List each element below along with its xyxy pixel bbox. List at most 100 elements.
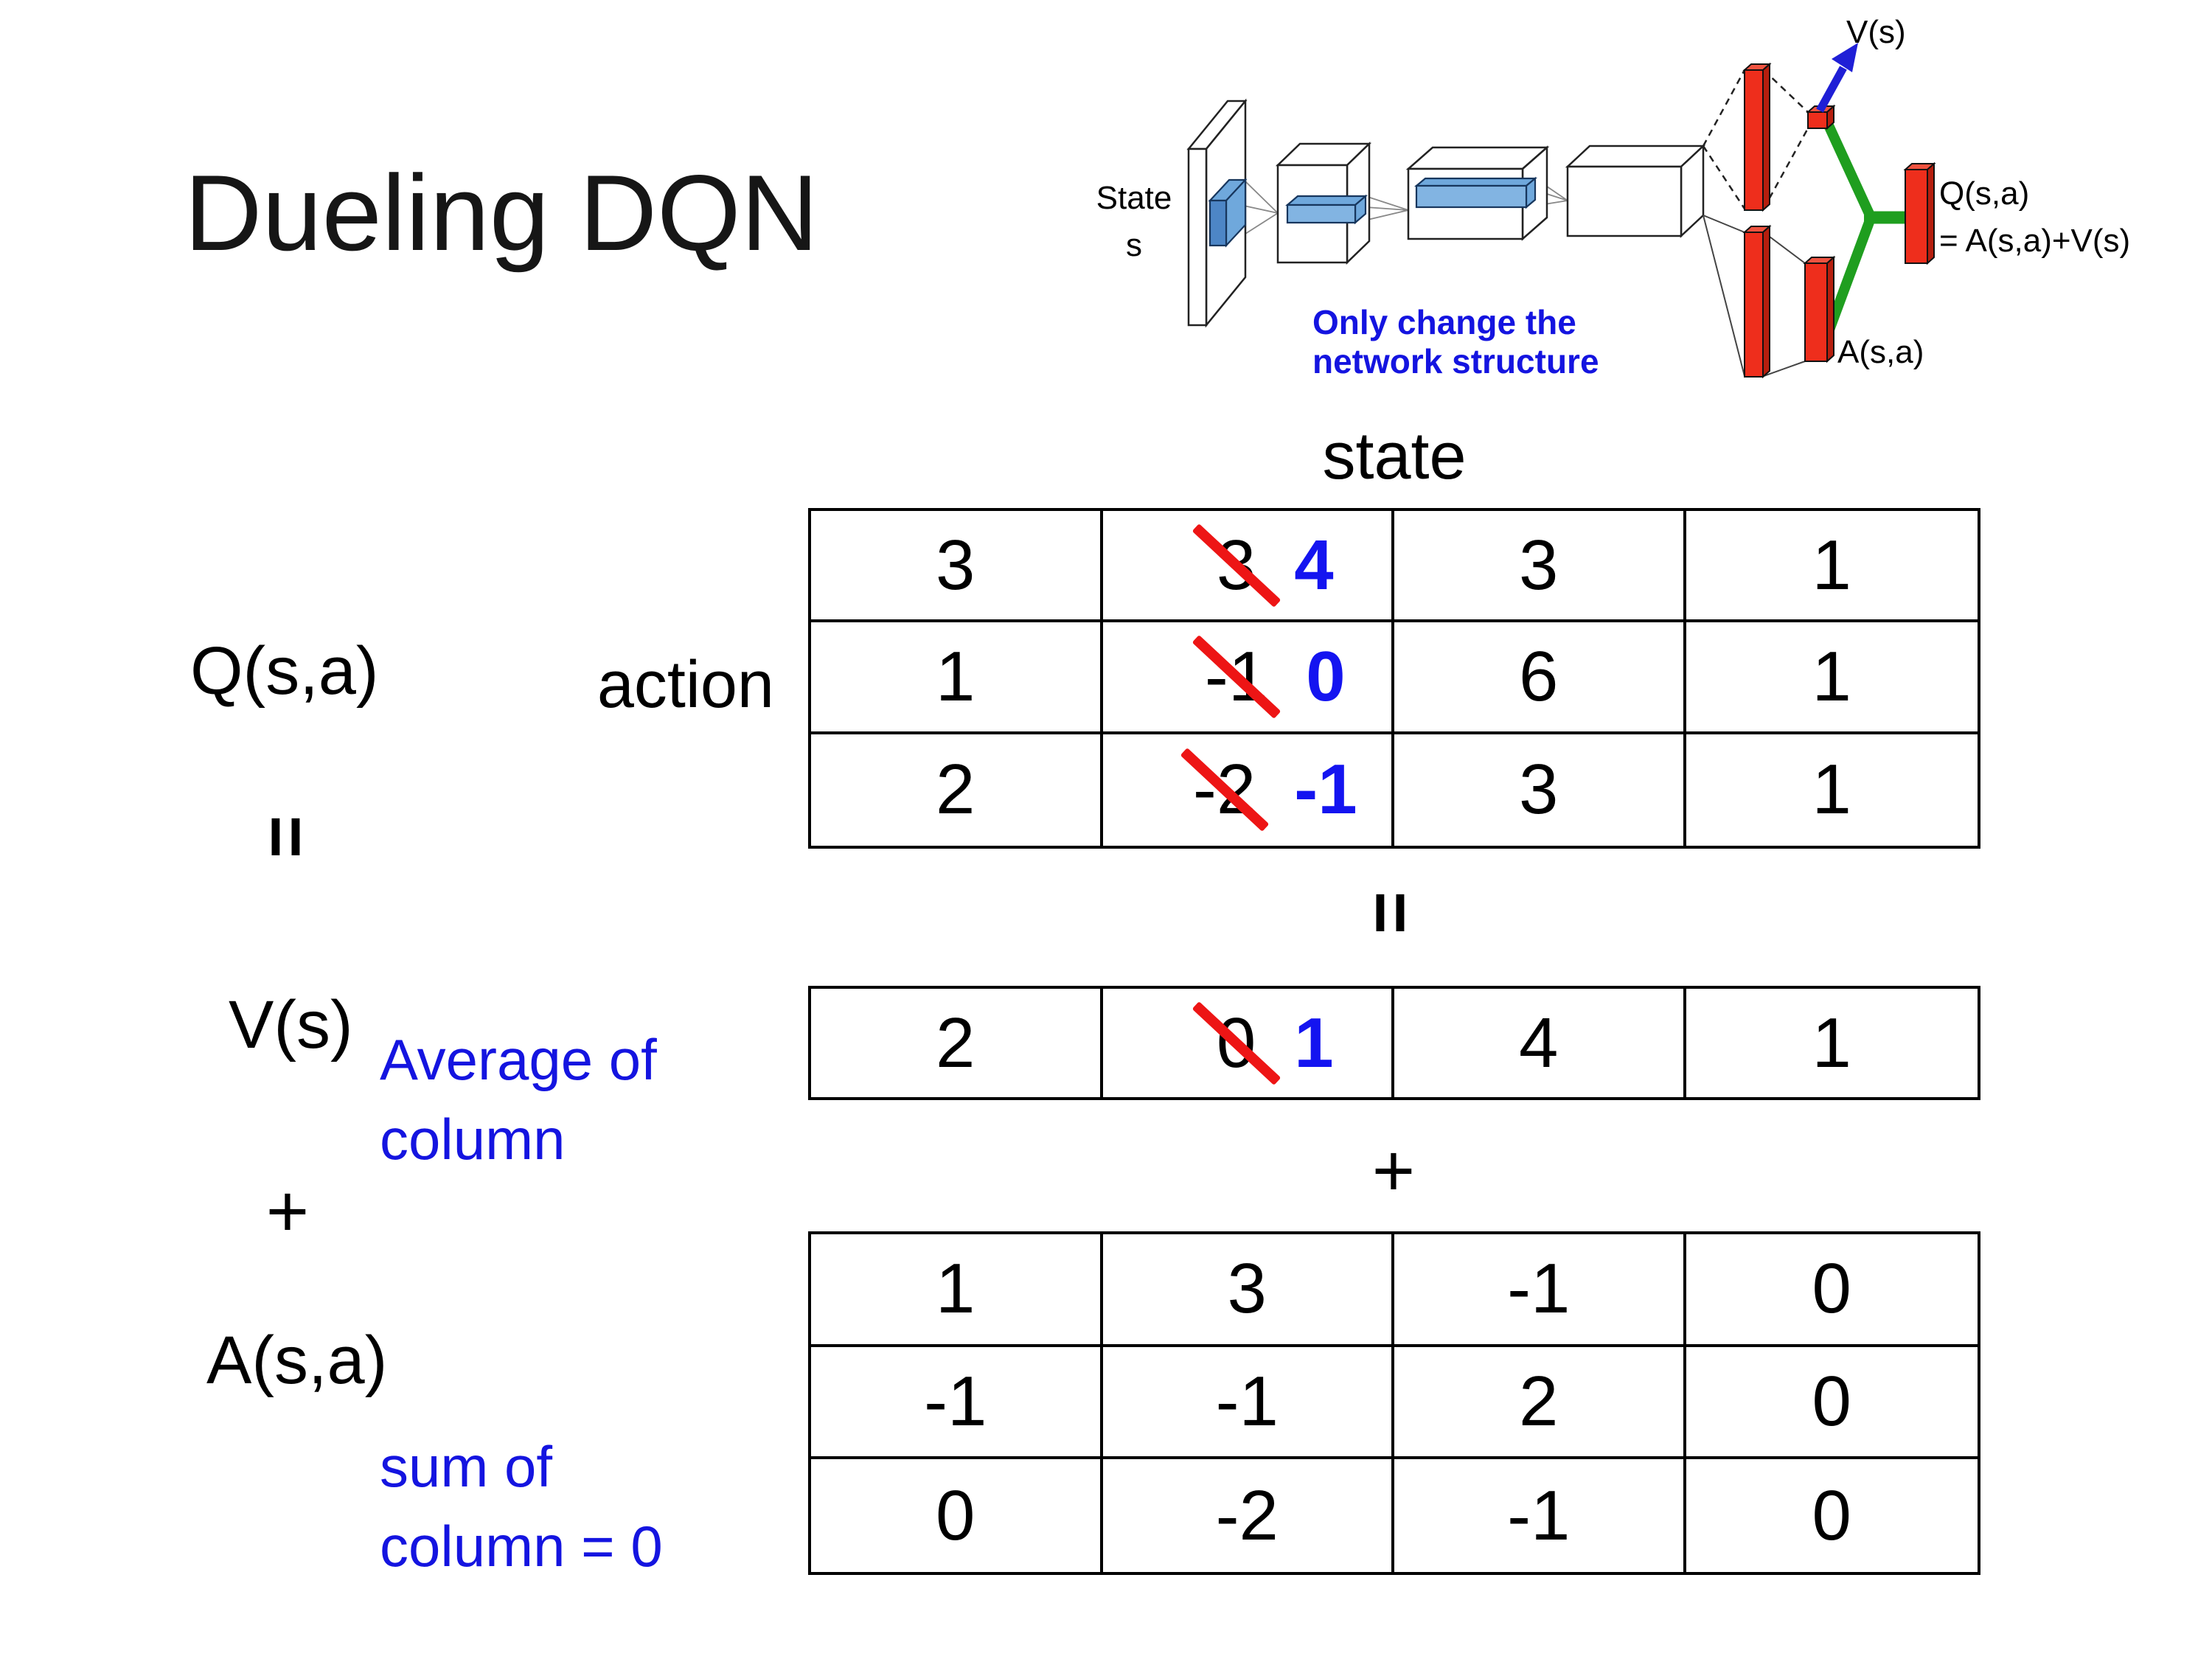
a-table-row-2: 0 -2 -1 0 [811, 1459, 1978, 1572]
q-table-row-2: 2 -2 -1 3 1 [811, 734, 1978, 846]
q-cell-r0-c3: 1 [1686, 511, 1978, 619]
v-table-row-0: 20141 [811, 989, 1978, 1097]
cell-value: 1 [1812, 750, 1851, 830]
q-table-row-1: 1 -1 0 6 1 [811, 622, 1978, 734]
a-cell-r0-c1: 3 [1103, 1234, 1394, 1344]
v-value-table: 20141 [808, 986, 1980, 1100]
average-note-line2: column [380, 1106, 566, 1172]
q-cell-r2-c3: 1 [1686, 734, 1978, 846]
cell-value: -1 [924, 1361, 987, 1441]
diagram-q-formula: = A(s,a)+V(s) [1939, 223, 2130, 259]
diagram-note-line1: Only change the [1312, 303, 1576, 341]
cell-value: -2 [1215, 1475, 1279, 1555]
q-cell-r2-c0: 2 [811, 734, 1103, 846]
action-axis-label: action [597, 648, 774, 722]
q-cell-r0-c0: 3 [811, 511, 1103, 620]
q-cell-r0-c1: 34 [1103, 511, 1394, 620]
new-value: 0 [1306, 636, 1346, 716]
equals-sign-left: = [245, 815, 328, 859]
cell-value: 1 [936, 1249, 975, 1329]
corrected-value-pair: -2 -1 [1180, 748, 1357, 832]
sum-note-line1: sum of [380, 1434, 553, 1499]
cell-value: 2 [936, 750, 975, 830]
cell-value: 1 [1812, 1003, 1851, 1082]
plus-sign-middle: + [1371, 1129, 1416, 1212]
feature-slab-1 [1208, 178, 1248, 248]
a-cell-r0-c3: 0 [1686, 1234, 1978, 1344]
a-cell-r2-c0: 0 [811, 1459, 1103, 1572]
value-output-node [1806, 104, 1836, 131]
q-cell-r2-c1: -2 -1 [1103, 734, 1394, 846]
cell-value: 2 [936, 1003, 975, 1082]
q-output-bar [1903, 161, 1936, 265]
equals-sign-middle: = [1349, 891, 1433, 935]
value-hidden-bar [1742, 62, 1772, 212]
state-axis-label: state [1322, 420, 1467, 493]
q-cell-r1-c2: 6 [1394, 622, 1686, 731]
crossed-out-value-wrap: -2 [1180, 748, 1269, 832]
a-table-row-1: -1 -1 2 0 [811, 1346, 1978, 1460]
a-cell-r1-c3: 0 [1686, 1347, 1978, 1457]
corrected-value-pair: -1 0 [1192, 635, 1346, 719]
cell-value: 6 [1519, 636, 1559, 716]
slide-title: Dueling DQN [184, 153, 819, 273]
crossed-out-value-wrap: 3 [1192, 523, 1281, 608]
a-table-row-0: 1 3 -1 0 [811, 1234, 1978, 1347]
cell-value: 3 [1519, 750, 1559, 830]
diagram-note-line2: network structure [1312, 342, 1599, 380]
aggregation-link [1823, 123, 1907, 334]
cell-value: 4 [1519, 1003, 1559, 1082]
sum-of-column-note: sum of column = 0 [380, 1427, 663, 1586]
new-value: 1 [1294, 1003, 1334, 1082]
cell-value: 0 [1812, 1475, 1851, 1555]
conv-box-3 [1565, 144, 1706, 238]
diagram-v-label: V(s) [1846, 14, 1906, 50]
cell-value: -1 [1507, 1475, 1571, 1555]
new-value: 4 [1294, 525, 1334, 605]
advantage-stream-lines [1703, 215, 1806, 377]
new-value: -1 [1294, 750, 1357, 830]
a-cell-r1-c0: -1 [811, 1346, 1103, 1457]
diagram-state-label: State [1096, 180, 1172, 216]
feature-slab-2 [1285, 194, 1368, 225]
a-cell-r0-c0: 1 [811, 1234, 1103, 1344]
v-cell-r0-c1: 01 [1103, 989, 1394, 1097]
v-cell-r0-c2: 4 [1394, 989, 1686, 1097]
cell-value: 1 [936, 636, 975, 716]
cell-value: 3 [936, 525, 975, 605]
cell-value: 0 [936, 1475, 975, 1555]
a-value-table: 1 3 -1 0 -1 -1 2 0 0 -2 -1 0 [808, 1231, 1980, 1575]
average-of-column-note: Average of column [380, 1020, 657, 1179]
crossed-out-value-wrap: 0 [1192, 1001, 1281, 1085]
value-arrow-icon [1816, 43, 1858, 113]
q-cell-r1-c0: 1 [811, 622, 1103, 731]
cell-value: 1 [1812, 636, 1851, 716]
q-table-row-0: 33431 [811, 511, 1978, 623]
diagram-state-sub: s [1126, 227, 1142, 263]
diagram-a-label: A(s,a) [1837, 334, 1924, 370]
cell-value: 2 [1519, 1361, 1559, 1441]
v-cell-r0-c3: 1 [1686, 989, 1978, 1097]
v-cell-r0-c0: 2 [811, 989, 1103, 1097]
a-cell-r2-c2: -1 [1394, 1459, 1686, 1572]
corrected-value-pair: 01 [1192, 1001, 1334, 1085]
a-cell-r1-c2: 2 [1394, 1346, 1686, 1457]
q-cell-r0-c2: 3 [1394, 511, 1686, 620]
advantage-hidden-bar [1742, 224, 1772, 379]
cell-value: 3 [1519, 525, 1559, 605]
crossed-out-value-wrap: -1 [1192, 635, 1281, 719]
cell-value: -1 [1215, 1361, 1279, 1441]
q-cell-r1-c3: 1 [1686, 622, 1978, 731]
sum-note-line2: column = 0 [380, 1513, 663, 1579]
a-cell-r1-c1: -1 [1103, 1346, 1394, 1457]
cell-value: -1 [1507, 1249, 1571, 1329]
q-matrix-label: Q(s,a) [190, 633, 379, 709]
cell-value: 3 [1227, 1249, 1267, 1329]
a-cell-r2-c1: -2 [1103, 1459, 1394, 1572]
cell-value: 0 [1812, 1361, 1851, 1441]
network-architecture-diagram: V(s) State s Q(s,a) = A(s,a)+V(s) A(s,a)… [1096, 14, 2131, 380]
cell-value: 1 [1812, 525, 1851, 605]
value-stream-dashed-lines [1702, 69, 1809, 209]
